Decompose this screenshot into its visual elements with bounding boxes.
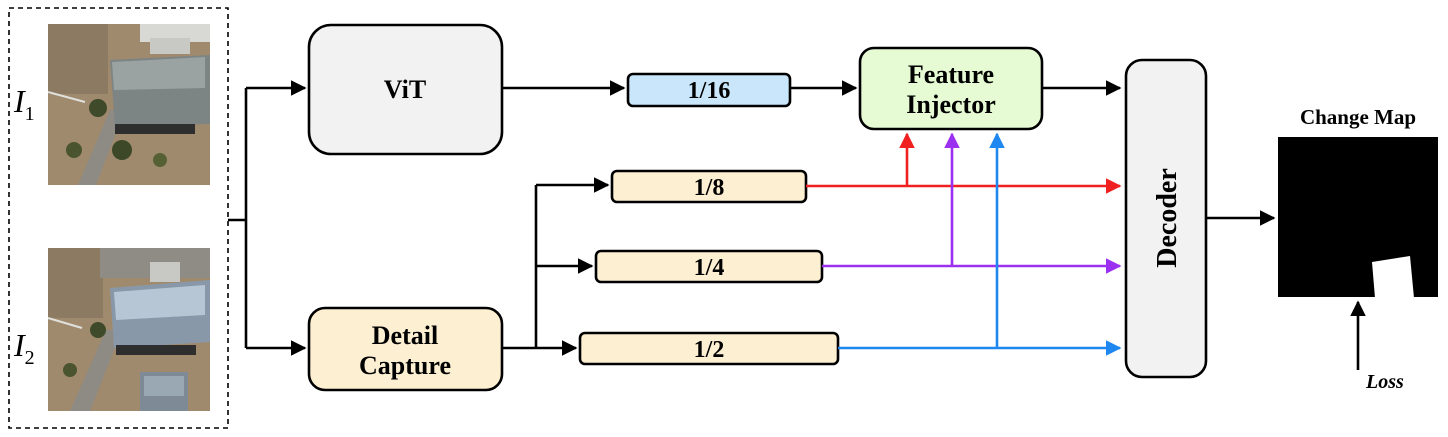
detail-capture-label: Detail (372, 321, 438, 350)
feature-injector-label: Feature (908, 60, 994, 89)
detail-capture-label-2: Capture (359, 351, 451, 380)
vit-block (307, 23, 504, 156)
feature-1-16 (626, 72, 792, 108)
aerial-photo-before-icon (47, 24, 210, 185)
input-label-2: I2 (13, 327, 35, 369)
feature-1-4-label: 1/4 (694, 255, 725, 281)
feature-1-2-label: 1/2 (694, 337, 725, 363)
change-map-image (1278, 137, 1438, 298)
loss-label: Loss (1365, 371, 1404, 393)
input-frame (8, 7, 229, 429)
vit-label: ViT (384, 75, 426, 104)
decoder-label: Decoder (1152, 168, 1183, 268)
change-map-title: Change Map (1300, 105, 1416, 129)
feature-1-8-label: 1/8 (694, 175, 725, 201)
input-label-1: I1 (13, 83, 35, 125)
feature-injector-label-2: Injector (906, 90, 996, 119)
aerial-photo-after-icon (47, 248, 210, 411)
feature-1-16-label: 1/16 (688, 78, 731, 104)
